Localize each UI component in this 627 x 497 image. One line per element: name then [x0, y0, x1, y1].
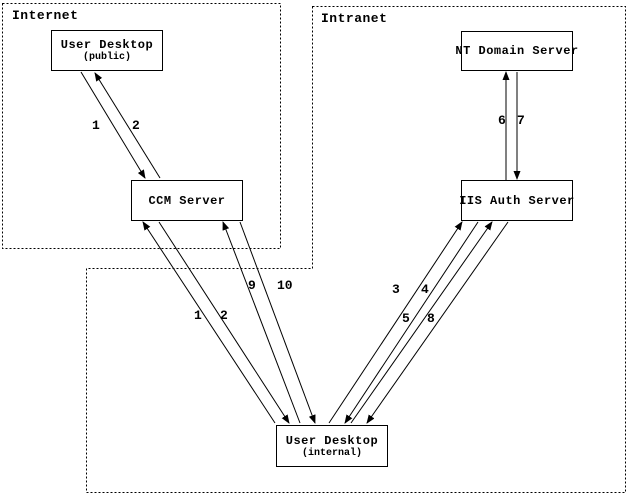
arrow-step10-ccm-to-internal-desktop	[239, 221, 316, 424]
node-title: User Desktop	[285, 433, 379, 448]
node-ccm-server: CCM Server	[131, 180, 243, 221]
flow-label-3: 3	[392, 282, 400, 297]
node-user-desktop-public: User Desktop (public)	[51, 30, 163, 71]
node-nt-domain-server: NT Domain Server	[455, 31, 578, 71]
node-subtitle: (public)	[82, 52, 131, 63]
flow-label-2-public: 2	[132, 118, 140, 133]
arrow-step5-internal-desktop-to-iis	[350, 221, 493, 424]
arrow-step4-iis-to-internal-desktop	[344, 221, 479, 424]
arrow-step2-ccm-to-public-desktop	[94, 72, 161, 179]
region-internet-outline	[2, 3, 281, 249]
flow-label-1-public: 1	[92, 118, 100, 133]
node-title: IIS Auth Server	[459, 193, 575, 208]
region-intranet-internal-outline	[86, 6, 626, 493]
flow-label-9: 9	[248, 278, 256, 293]
node-iis-auth-server: IIS Auth Server	[459, 180, 575, 221]
arrow-step8-iis-to-internal-desktop	[366, 221, 509, 424]
node-title: NT Domain Server	[455, 44, 579, 58]
arrow-step2-ccm-to-internal-desktop	[158, 221, 290, 424]
flow-label-6: 6	[498, 113, 506, 128]
flow-label-10: 10	[277, 278, 293, 293]
flow-label-4: 4	[421, 282, 429, 297]
flow-label-7: 7	[517, 113, 525, 128]
intranet-region-label: Intranet	[321, 11, 388, 26]
node-title: User Desktop	[60, 38, 154, 52]
arrow-step3-internal-desktop-to-iis	[328, 221, 463, 424]
node-user-desktop-internal: User Desktop (internal)	[276, 425, 388, 467]
node-subtitle: (internal)	[301, 447, 362, 459]
arrow-step1-public-desktop-to-ccm	[80, 71, 146, 179]
flow-label-1-internal: 1	[194, 308, 202, 323]
arrow-step1-internal-desktop-to-ccm	[142, 221, 276, 424]
internet-region-label: Internet	[12, 8, 79, 23]
flow-label-2-internal: 2	[220, 308, 228, 323]
arrow-step9-internal-desktop-to-ccm	[222, 221, 301, 424]
node-title: CCM Server	[148, 193, 226, 208]
flow-label-8: 8	[427, 311, 435, 326]
flow-label-5: 5	[402, 311, 410, 326]
